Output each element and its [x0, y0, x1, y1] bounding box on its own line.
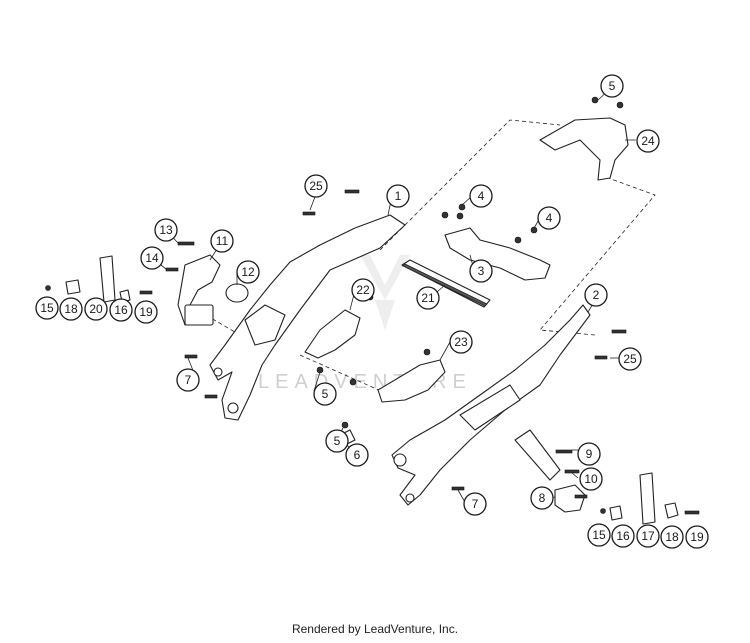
- callout-18-right: 18: [660, 525, 684, 549]
- svg-text:1: 1: [395, 189, 402, 203]
- svg-text:4: 4: [546, 211, 553, 225]
- svg-text:12: 12: [241, 265, 255, 279]
- callout-11: 11: [210, 229, 234, 253]
- rear-top-bracket: [539, 117, 629, 181]
- svg-text:2: 2: [593, 288, 600, 302]
- callout-25-left: 25: [304, 174, 328, 198]
- callout-15-left: 15: [35, 296, 59, 320]
- cross-plate: [444, 227, 551, 281]
- callout-7-right: 7: [463, 492, 487, 516]
- callout-9: 9: [577, 442, 601, 466]
- svg-text:20: 20: [89, 302, 103, 316]
- callout-5-lower: 5: [325, 429, 349, 453]
- callout-13: 13: [154, 218, 178, 242]
- callout-20: 20: [84, 297, 108, 321]
- left-footrest-assembly: [65, 254, 249, 326]
- svg-text:21: 21: [421, 291, 435, 305]
- svg-text:15: 15: [40, 301, 54, 315]
- svg-text:10: 10: [584, 472, 598, 486]
- svg-text:13: 13: [159, 223, 173, 237]
- svg-text:18: 18: [64, 302, 78, 316]
- svg-text:5: 5: [609, 79, 616, 93]
- svg-text:7: 7: [472, 497, 479, 511]
- credit-text: Rendered by LeadVenture, Inc.: [291, 622, 459, 636]
- svg-text:5: 5: [322, 387, 329, 401]
- left-subframe-rail: [209, 214, 406, 421]
- svg-text:7: 7: [185, 373, 192, 387]
- svg-text:6: 6: [354, 448, 361, 462]
- callout-2: 2: [584, 283, 608, 307]
- callout-14: 14: [140, 246, 164, 270]
- callout-3: 3: [469, 259, 493, 283]
- svg-text:25: 25: [309, 179, 323, 193]
- svg-text:16: 16: [616, 529, 630, 543]
- callout-19-right: 19: [685, 525, 709, 549]
- svg-text:19: 19: [139, 305, 153, 319]
- svg-text:23: 23: [454, 335, 468, 349]
- svg-text:14: 14: [145, 251, 159, 265]
- callout-15-right: 15: [587, 523, 611, 547]
- small-bracket-22: [304, 309, 361, 359]
- callout-23: 23: [449, 330, 473, 354]
- callout-17: 17: [636, 524, 660, 548]
- svg-text:15: 15: [592, 528, 606, 542]
- svg-text:17: 17: [641, 529, 655, 543]
- svg-text:18: 18: [665, 530, 679, 544]
- right-footrest-assembly: [609, 472, 679, 525]
- lower-mount: [514, 429, 586, 513]
- callout-4-lower: 4: [537, 206, 561, 230]
- callout-5-middle: 5: [313, 382, 337, 406]
- svg-text:5: 5: [334, 434, 341, 448]
- callout-24: 24: [636, 129, 660, 153]
- svg-text:25: 25: [623, 352, 637, 366]
- callout-22: 22: [351, 278, 375, 302]
- callout-7-left: 7: [176, 368, 200, 392]
- svg-text:4: 4: [478, 189, 485, 203]
- svg-text:9: 9: [586, 447, 593, 461]
- svg-text:19: 19: [690, 530, 704, 544]
- svg-text:3: 3: [478, 264, 485, 278]
- callout-5-top: 5: [600, 74, 624, 98]
- callout-8: 8: [530, 486, 554, 510]
- svg-text:8: 8: [539, 491, 546, 505]
- callout-10: 10: [579, 467, 603, 491]
- svg-text:11: 11: [216, 234, 229, 248]
- callout-6: 6: [345, 443, 369, 467]
- callout-1: 1: [386, 184, 410, 208]
- callout-21: 21: [416, 286, 440, 310]
- svg-text:16: 16: [114, 303, 128, 317]
- bracket-23: [377, 359, 446, 403]
- callout-16-left: 16: [109, 298, 133, 322]
- watermark-logo: [360, 255, 410, 330]
- callout-25-right: 25: [618, 347, 642, 371]
- callout-4-upper: 4: [469, 184, 493, 208]
- leader-lines: [151, 88, 636, 505]
- svg-text:22: 22: [356, 283, 370, 297]
- callout-19-left: 19: [134, 300, 158, 324]
- callout-18-left: 18: [59, 297, 83, 321]
- callout-16-right: 16: [611, 524, 635, 548]
- svg-text:24: 24: [641, 134, 655, 148]
- callout-12: 12: [236, 260, 260, 284]
- right-subframe-rail: [391, 304, 591, 506]
- bolts: [45, 96, 700, 515]
